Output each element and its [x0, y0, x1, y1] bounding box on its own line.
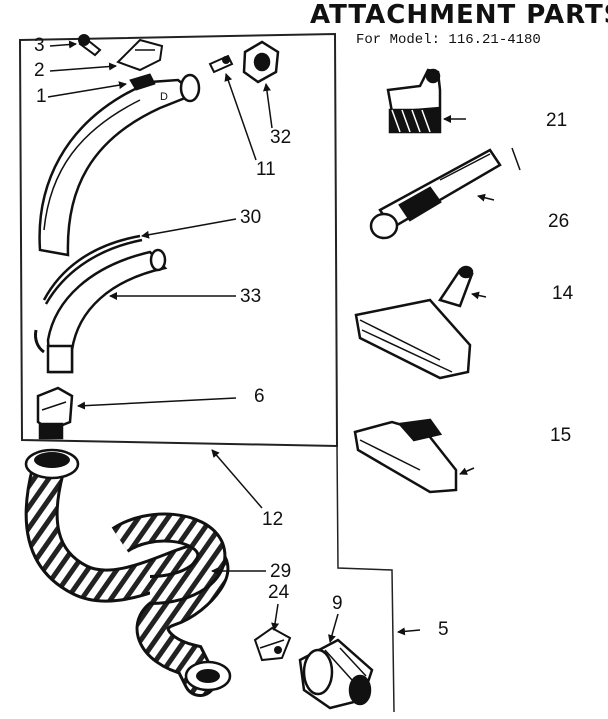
callout-14: 14 — [552, 283, 574, 304]
callout-1: 1 — [36, 86, 47, 107]
callout-6: 6 — [254, 386, 265, 407]
callout-24: 24 — [268, 582, 290, 603]
model-subtitle: For Model: 116.21-4180 — [356, 32, 541, 48]
callout-9: 9 — [332, 593, 343, 614]
callout-26: 26 — [548, 211, 570, 232]
callout-12: 12 — [262, 509, 284, 530]
callout-11: 11 — [256, 159, 276, 180]
callout-30: 30 — [240, 207, 262, 228]
svg-text:D: D — [160, 91, 168, 103]
callout-21: 21 — [546, 110, 568, 131]
callout-5: 5 — [438, 619, 449, 640]
callout-33: 33 — [240, 286, 262, 307]
callout-2: 2 — [34, 60, 45, 81]
hose-assembly-outline — [336, 445, 395, 713]
swivel-cap-part — [242, 40, 280, 84]
latch-part — [129, 73, 156, 91]
callout-3: 3 — [34, 35, 45, 56]
cord-part — [34, 234, 143, 354]
upper-wand-part: D — [38, 73, 201, 257]
extension-wand-part — [369, 148, 502, 240]
screw-part — [78, 34, 102, 57]
small-spring-part — [208, 54, 234, 74]
callout-29: 29 — [270, 561, 292, 582]
leader-lines — [47, 40, 521, 643]
callout-15: 15 — [550, 425, 572, 446]
coupler-part — [36, 386, 74, 440]
lower-wand-part — [46, 248, 168, 374]
dusting-brush-part — [386, 68, 442, 134]
clip-part — [116, 38, 164, 72]
callout-32: 32 — [270, 127, 292, 148]
floor-tool-part — [354, 265, 474, 380]
hose-handle-part — [298, 638, 374, 710]
upholstery-tool-part — [353, 418, 458, 494]
switch-part — [253, 626, 292, 662]
diagram-title: ATTACHMENT PARTS — [310, 0, 608, 30]
flexible-hose-part — [24, 448, 232, 697]
